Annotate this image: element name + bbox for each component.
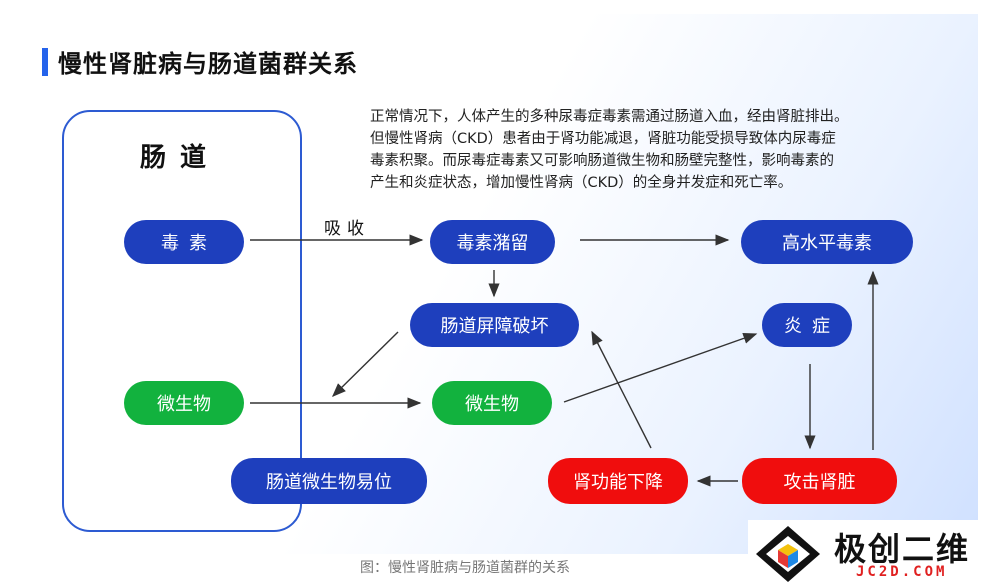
arrow-microbe-mid-to-inflammation	[563, 332, 758, 403]
figure-caption: 图：慢性肾脏病与肠道菌群的关系	[360, 560, 570, 576]
intestine-container	[62, 110, 302, 532]
node-toxin: 毒素	[124, 220, 244, 264]
brand-logo: 极创二维 JC2D.COM	[748, 520, 997, 585]
description: 正常情况下，人体产生的多种尿毒症毒素需通过肠道入血，经由肾脏排出。 但慢性肾病（…	[370, 106, 930, 194]
node-translocation: 肠道微生物易位	[231, 458, 427, 504]
absorb-label: 吸收	[324, 219, 370, 239]
arrow-barrier-to-translocation	[332, 331, 399, 397]
node-microbe-left: 微生物	[124, 381, 244, 425]
title-accent-bar	[42, 48, 48, 76]
description-line: 正常情况下，人体产生的多种尿毒症毒素需通过肠道入血，经由肾脏排出。	[370, 109, 849, 125]
intestine-label: 肠道	[140, 143, 221, 173]
node-high-toxin: 高水平毒素	[741, 220, 913, 264]
node-kidney-attack: 攻击肾脏	[742, 458, 897, 504]
logo-name: 极创二维	[834, 530, 971, 568]
node-inflammation: 炎症	[762, 303, 852, 347]
node-barrier: 肠道屏障破坏	[410, 303, 579, 347]
page-title: 慢性肾脏病与肠道菌群关系	[58, 50, 358, 78]
node-microbe-mid: 微生物	[432, 381, 552, 425]
description-line: 产生和炎症状态，增加慢性肾病（CKD）的全身并发症和死亡率。	[370, 175, 793, 191]
node-retention: 毒素潴留	[430, 220, 555, 264]
description-line: 但慢性肾病（CKD）患者由于肾功能减退，肾脏功能受损导致体内尿毒症	[370, 131, 836, 147]
logo-domain: JC2D.COM	[856, 564, 948, 580]
cube-logo-icon	[756, 526, 820, 582]
arrow-renal-to-barrier	[591, 330, 652, 449]
description-line: 毒素积聚。而尿毒症毒素又可影响肠道微生物和肠壁完整性，影响毒素的	[370, 153, 834, 169]
node-renal-decline: 肾功能下降	[548, 458, 688, 504]
